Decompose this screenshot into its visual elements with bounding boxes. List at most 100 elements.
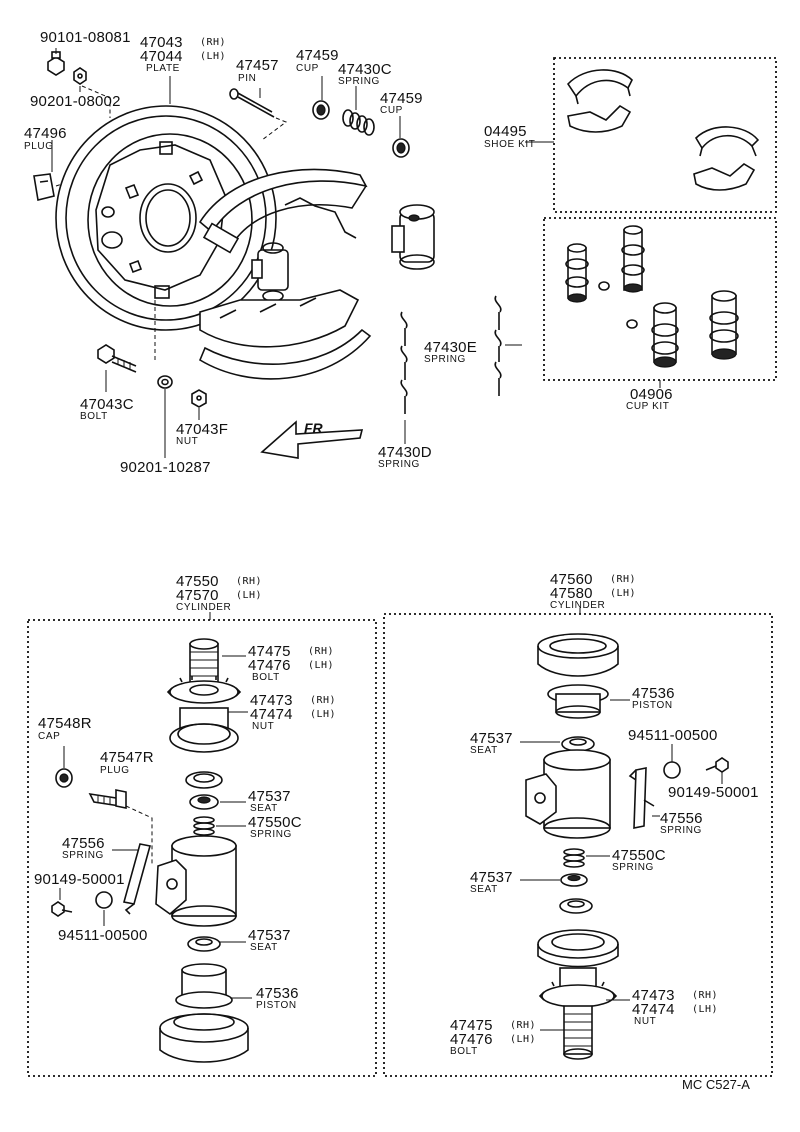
upper-brake-shoe <box>198 168 368 254</box>
bleeder-plug <box>88 789 127 809</box>
label-part-number: 47550C <box>612 847 666 864</box>
label-part-number: 90201-08002 <box>30 93 121 110</box>
label-part-number: 47459 <box>296 47 339 64</box>
label-part-number: 47537 <box>470 869 513 886</box>
label-part-number: 47536 <box>632 685 675 702</box>
label-side: (RH) <box>308 646 335 657</box>
label-part-name: PISTON <box>632 700 673 711</box>
shoe-kit-box <box>553 57 777 213</box>
label-part-number: 47476 <box>450 1031 493 1048</box>
label-part-number: 47474 <box>632 1001 675 1018</box>
label-part-name: SPRING <box>612 862 654 873</box>
label-part-name: CAP <box>38 731 61 742</box>
label-part-name: SPRING <box>424 354 466 365</box>
label-part-number: 47550 <box>176 573 219 590</box>
label-side: (LH) <box>308 660 335 671</box>
label-side: (RH) <box>236 576 263 587</box>
plug-part <box>33 173 55 201</box>
shoe-kit-shoes <box>566 69 760 191</box>
label-part-name: CYLINDER <box>176 602 232 613</box>
label-part-number: 47475 <box>450 1017 493 1034</box>
label-part-number: 47430C <box>338 61 392 78</box>
label-part-number: 94511-00500 <box>628 727 718 744</box>
washer-part-b <box>157 375 173 389</box>
label-side: (LH) <box>310 709 337 720</box>
label-part-number: 47043 <box>140 34 183 51</box>
label-part-number: 47457 <box>236 57 279 74</box>
label-part-number: 90149-50001 <box>34 871 125 888</box>
wheel-cylinder-top <box>391 204 435 270</box>
adjuster-spring-left <box>123 843 151 915</box>
label-part-number: 47044 <box>140 48 183 65</box>
bleeder-cap <box>55 768 73 788</box>
label-side: (LH) <box>200 51 227 62</box>
label-part-name: BOLT <box>252 672 280 683</box>
label-part-name: SPRING <box>62 850 104 861</box>
label-side: (LH) <box>236 590 263 601</box>
label-part-name: SHOE KIT <box>484 139 536 150</box>
label-part-number: 47556 <box>62 835 105 852</box>
screw-part <box>47 51 65 76</box>
label-part-name: NUT <box>176 436 199 447</box>
label-part-number: 47473 <box>250 692 293 709</box>
label-side: (RH) <box>310 695 337 706</box>
cylinder-box-left <box>27 619 377 1077</box>
label-part-name: PISTON <box>256 1000 297 1011</box>
label-part-name: PLUG <box>100 765 130 776</box>
leader-dash <box>125 805 153 866</box>
forward-arrow <box>260 420 364 459</box>
label-part-name: SPRING <box>660 825 702 836</box>
label-part-name: BOLT <box>80 411 108 422</box>
label-part-number: 04906 <box>630 386 673 403</box>
label-part-name: SPRING <box>378 459 420 470</box>
spring-part-e <box>494 295 502 396</box>
spring-part-d <box>400 311 408 414</box>
label-part-name: CYLINDER <box>550 600 606 611</box>
label-part-number: 47043F <box>176 421 229 438</box>
label-side: (LH) <box>510 1034 537 1045</box>
label-part-name: PLUG <box>24 141 54 152</box>
label-side: (RH) <box>200 37 227 48</box>
label-part-number: 47476 <box>248 657 291 674</box>
label-part-number: 47430D <box>378 444 432 461</box>
label-part-number: 47536 <box>256 985 299 1002</box>
label-part-number: 47475 <box>248 643 291 660</box>
label-part-number: 47430E <box>424 339 477 356</box>
label-part-number: 47560 <box>550 571 593 588</box>
label-part-name: PIN <box>238 73 257 84</box>
label-part-name: SPRING <box>338 76 380 87</box>
cup-kit-parts <box>565 225 739 368</box>
small-screw-left <box>51 901 73 917</box>
cup-part-a <box>312 100 330 120</box>
label-part-name: CUP <box>296 63 319 74</box>
label-part-number: 47496 <box>24 125 67 142</box>
right-cylinder-assembly <box>525 633 619 1060</box>
spring-part-c <box>342 109 375 136</box>
label-side: (RH) <box>510 1020 537 1031</box>
label-part-number: 47548R <box>38 715 92 732</box>
label-side: (LH) <box>610 588 637 599</box>
nut-part <box>191 389 207 408</box>
leader-dash <box>261 117 288 141</box>
label-side: (RH) <box>610 574 637 585</box>
label-part-number: 90101-08081 <box>40 29 131 46</box>
label-part-name: NUT <box>634 1016 657 1027</box>
forward-label: FR <box>304 420 323 436</box>
label-part-number: 90149-50001 <box>668 784 759 801</box>
label-part-number: 47473 <box>632 987 675 1004</box>
label-part-name: BOLT <box>450 1046 478 1057</box>
label-part-number: 04495 <box>484 123 527 140</box>
lower-brake-shoe <box>198 289 372 380</box>
cup-part-b <box>392 138 410 158</box>
diagram-id: MC C527-A <box>682 1077 750 1092</box>
label-part-name: CUP <box>380 105 403 116</box>
small-washer-right <box>663 761 681 779</box>
adjuster-spring-right <box>628 767 655 829</box>
label-part-number: 47537 <box>248 788 291 805</box>
label-part-name: NUT <box>252 721 275 732</box>
label-part-number: 47043C <box>80 396 134 413</box>
label-part-name: CUP KIT <box>626 401 670 412</box>
label-part-number: 47459 <box>380 90 423 107</box>
